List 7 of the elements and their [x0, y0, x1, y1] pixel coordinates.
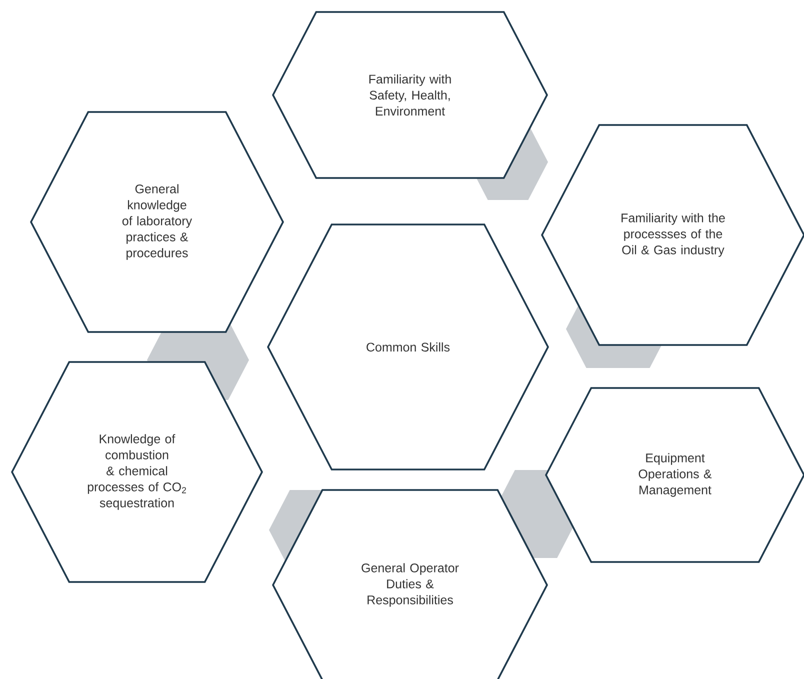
node-label: General Operator Duties & Responsibilities [362, 563, 459, 607]
hexagon-box: Knowledge of combustion & chemical processes of CO$_{2}$ sequestration [11, 361, 264, 583]
hexagon-box: General knowledge of laboratory practices & procedures [30, 111, 284, 333]
hexagon-box: Common Skills [267, 224, 550, 470]
hexagon-box: General Operator Duties & Responsibilities [272, 489, 548, 679]
hexagon-box: Equipment Operations & Management [545, 387, 804, 563]
hexagon-box: Familiarity with Safety, Health, Environment [272, 11, 548, 179]
